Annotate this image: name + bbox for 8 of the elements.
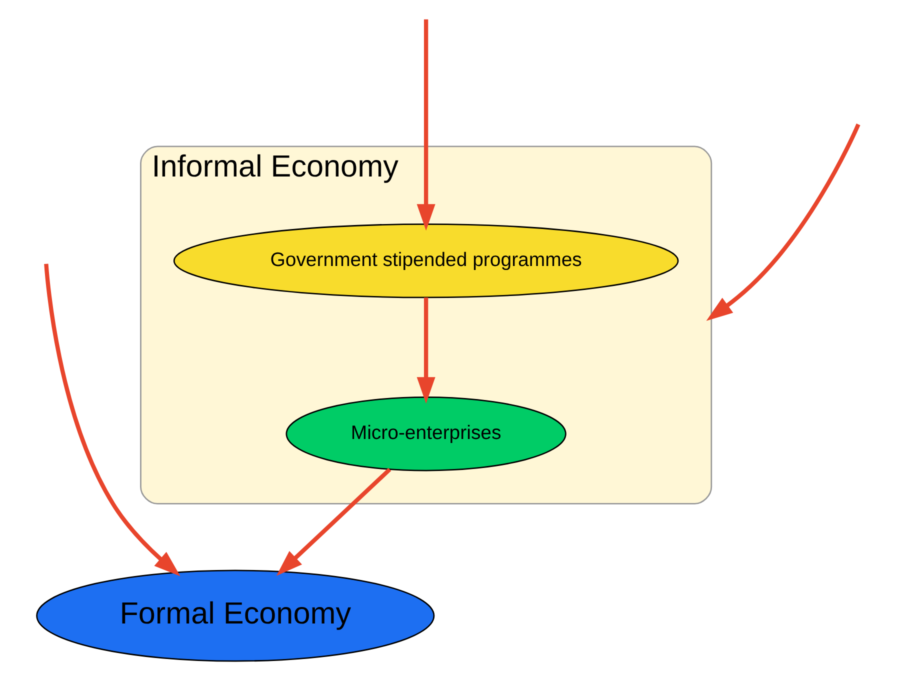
node-ellipse: Government stipended programmes — [173, 224, 679, 298]
arrow — [44, 264, 180, 576]
node-ellipse: Micro-enterprises — [286, 396, 566, 472]
arrow — [416, 298, 436, 404]
arrow — [706, 124, 860, 321]
arrow — [276, 468, 392, 576]
node-ellipse: Formal Economy — [36, 570, 435, 662]
arrow — [416, 19, 436, 231]
